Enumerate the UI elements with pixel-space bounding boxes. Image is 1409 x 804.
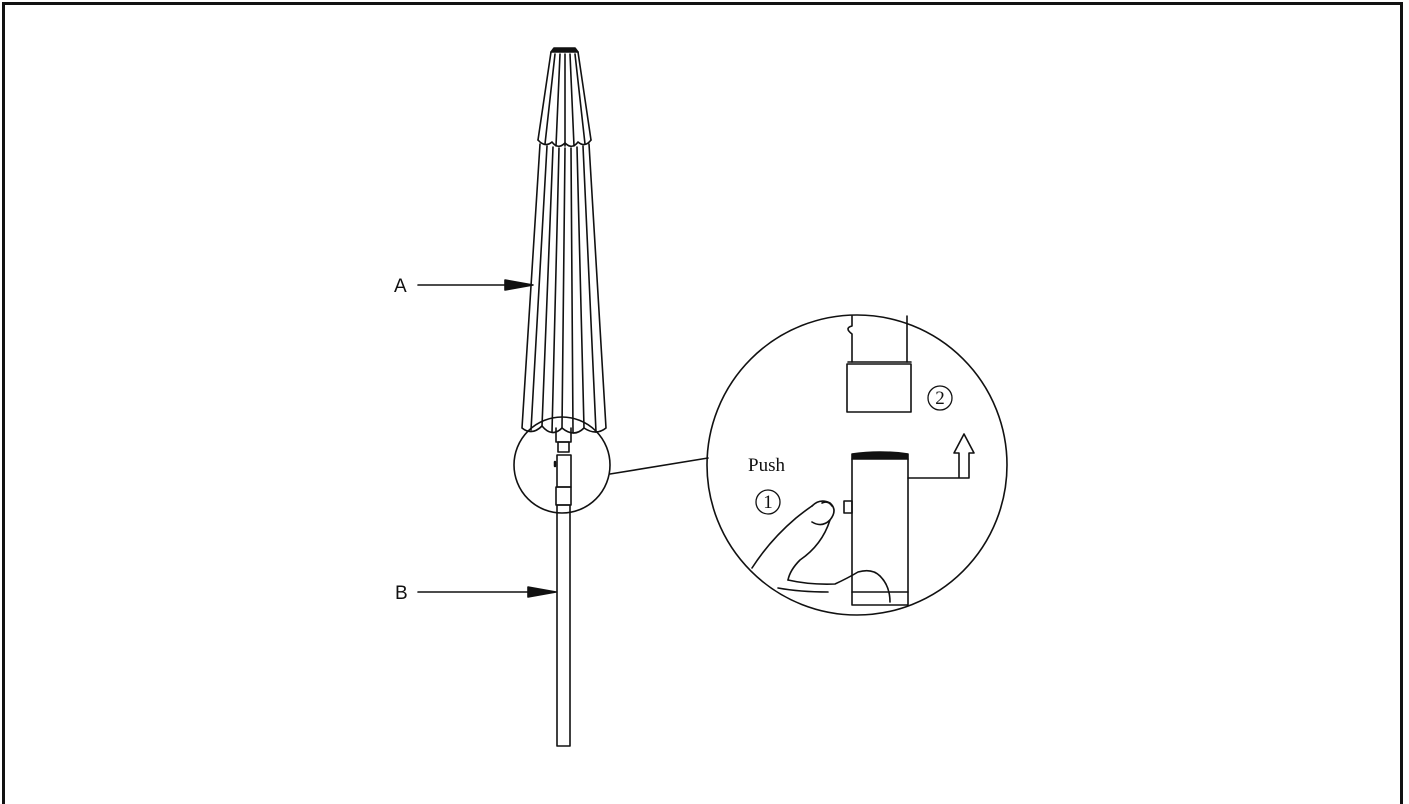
part-label-a: A xyxy=(394,276,407,297)
step-badge-1: 1 xyxy=(755,489,781,515)
detail-marker-circle xyxy=(513,416,611,514)
detail-lower-tube xyxy=(843,451,909,606)
push-instruction: Push xyxy=(748,455,785,476)
step-number-1: 1 xyxy=(763,492,773,513)
umbrella-pole xyxy=(553,427,572,747)
step-badge-2: 2 xyxy=(927,385,953,411)
push-button xyxy=(843,500,853,514)
detail-connector-line xyxy=(609,457,709,475)
umbrella-canopy xyxy=(521,47,607,434)
pointer-arrow-icon xyxy=(417,586,557,598)
detail-view-circle xyxy=(706,314,1008,616)
detail-upper-tube xyxy=(846,315,912,413)
part-label-b: B xyxy=(395,583,408,604)
hand-icon xyxy=(751,500,891,603)
pointer-arrow-icon xyxy=(417,279,534,291)
step-number-2: 2 xyxy=(935,388,945,409)
up-arrow-icon xyxy=(907,433,975,479)
